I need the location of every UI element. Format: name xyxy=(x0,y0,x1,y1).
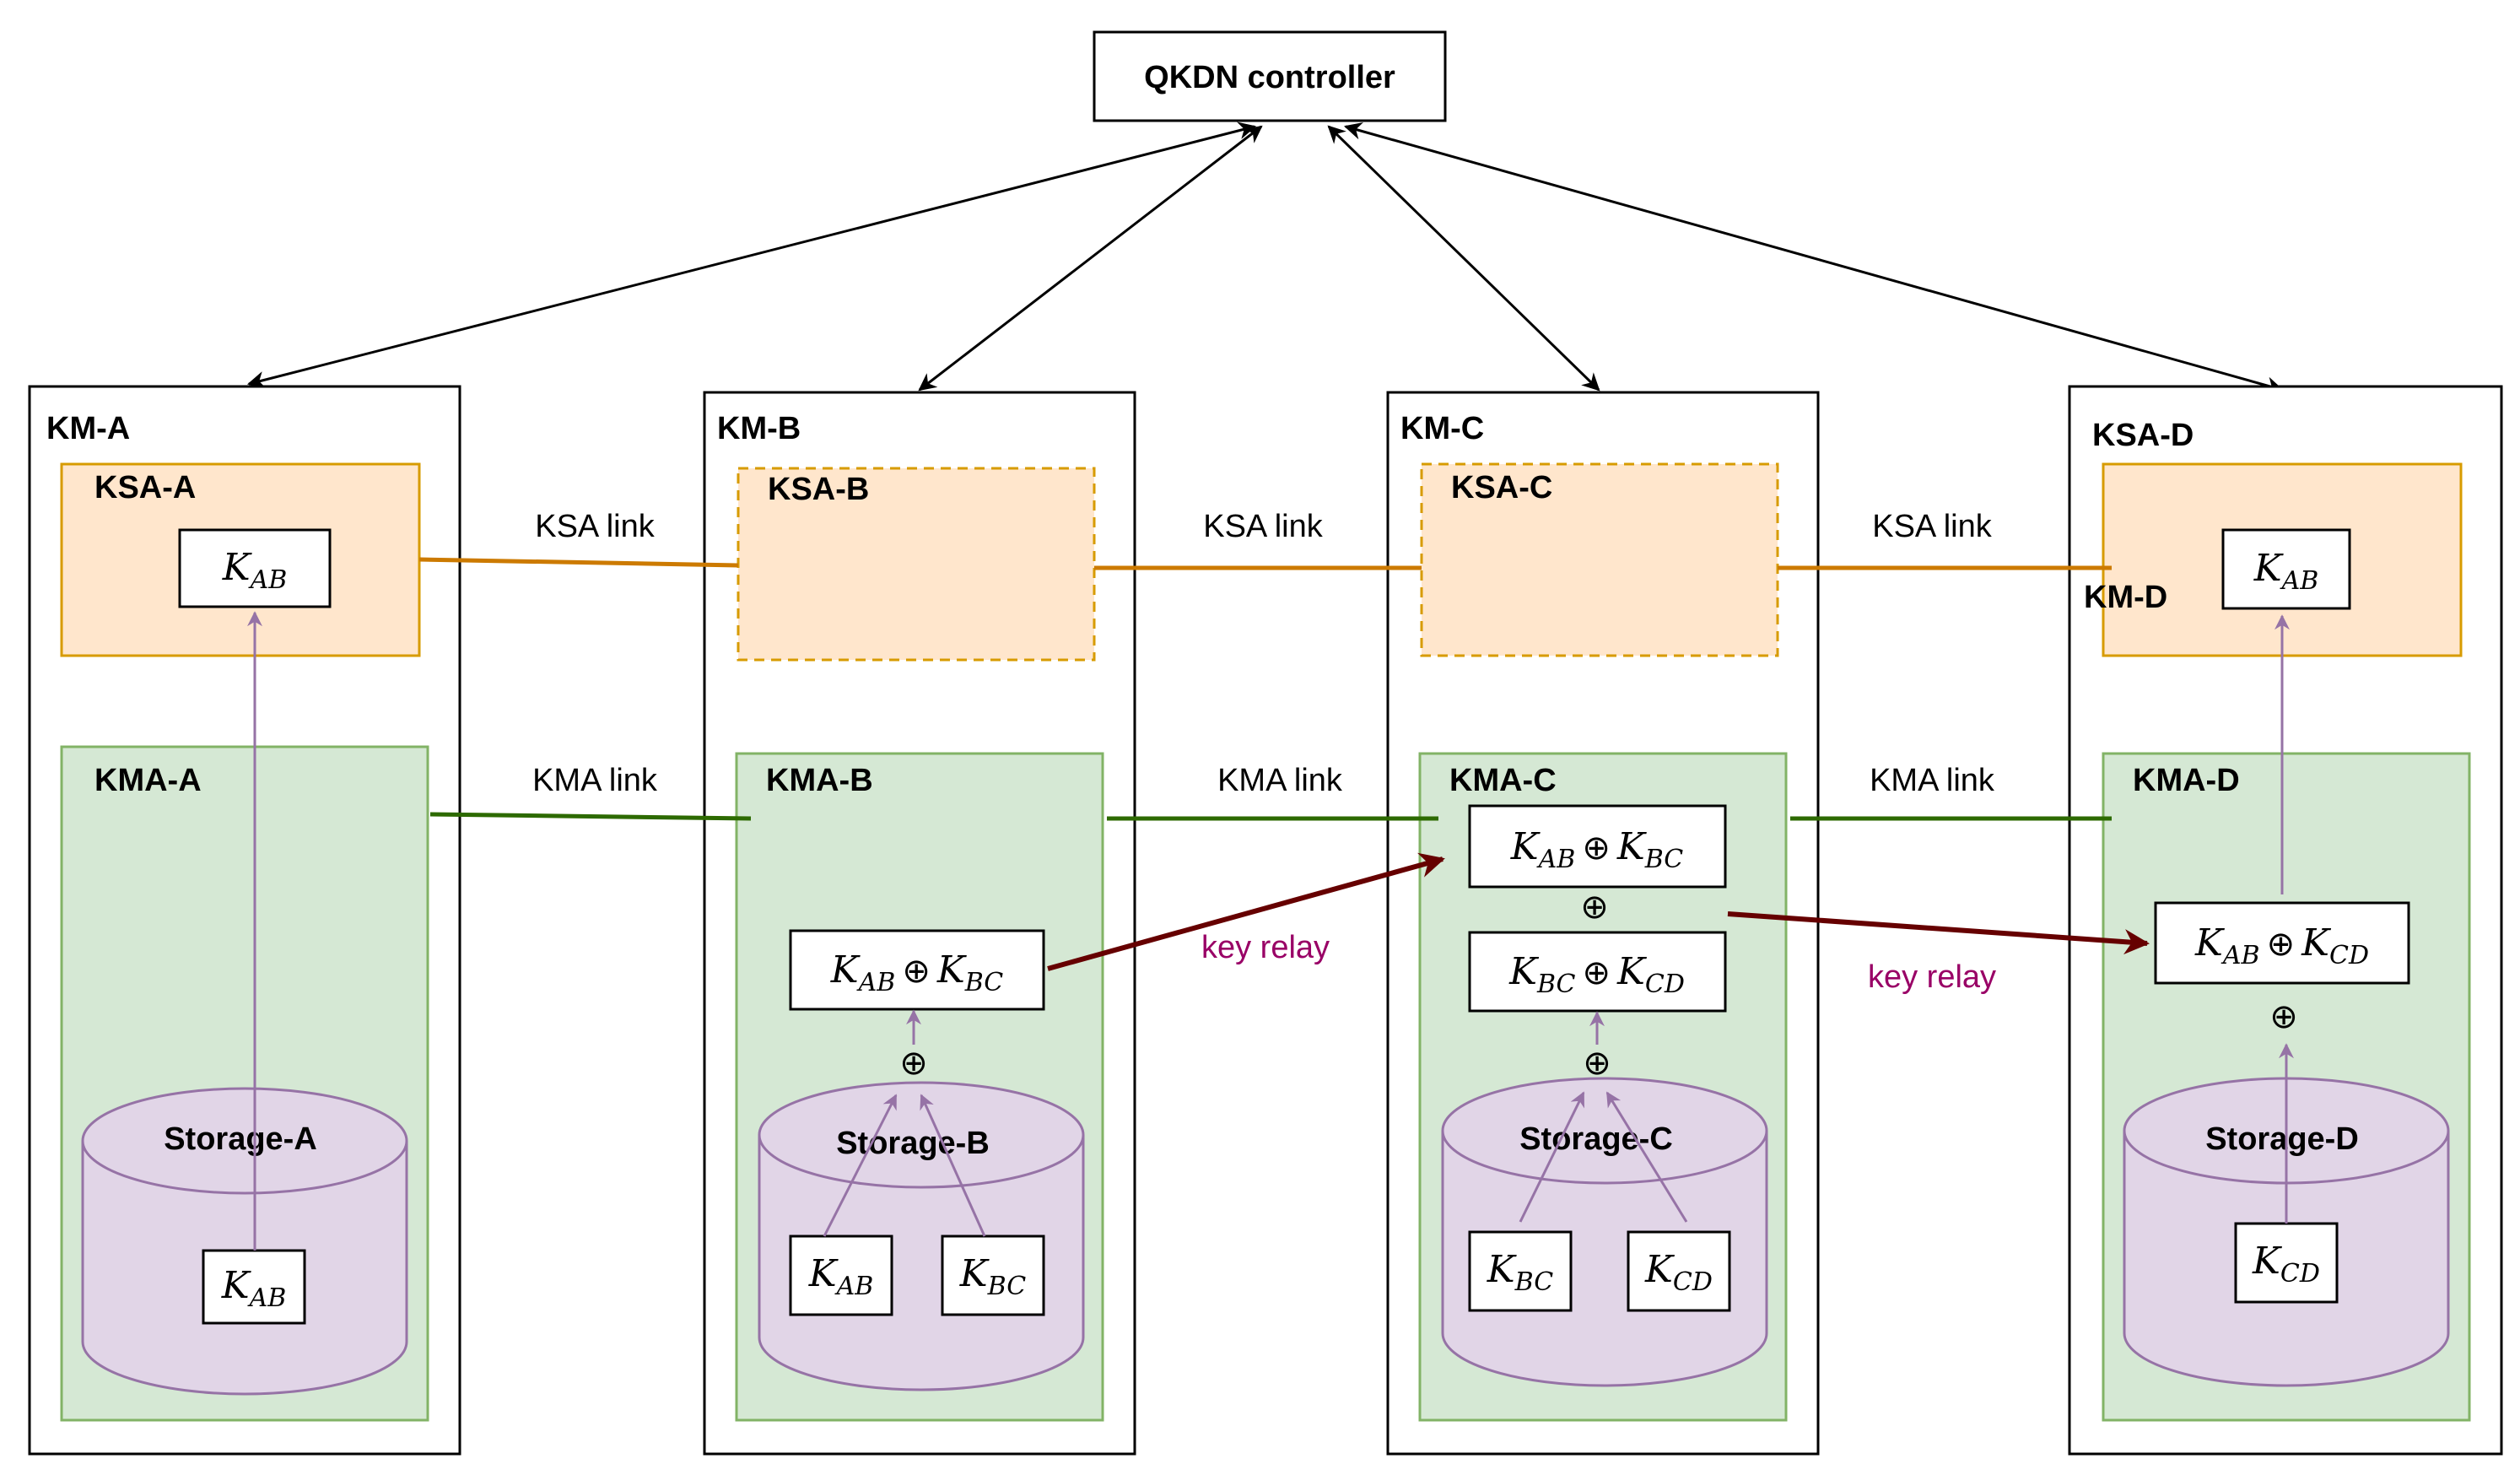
key-box-kab-xor-kcd-kma-d: KAB⊕KCD xyxy=(2154,901,2410,985)
ksa-c: KSA-C xyxy=(1420,462,1779,657)
arrow-storage-b-kbc xyxy=(920,1094,986,1237)
svg-text:KAB⊕KBC: KAB⊕KBC xyxy=(1510,825,1684,874)
key-box-kbc-storage-b: KBC xyxy=(941,1235,1045,1316)
svg-text:KBC⊕KCD: KBC⊕KCD xyxy=(1508,950,1685,999)
arrow-controller-km-a xyxy=(246,122,1257,389)
xor-symbol-c-top: ⊕ xyxy=(1580,888,1609,927)
kma-link-ab xyxy=(429,812,752,821)
key-relay-b-c-label: key relay xyxy=(1201,930,1330,965)
kma-b: KMA-B KAB⊕KBC ⊕ Storage-B KAB KBC xyxy=(735,752,1104,1422)
key-relay-arrows: key relay key relay xyxy=(1047,852,2150,995)
xor-symbol-c: ⊕ xyxy=(1583,1044,1611,1083)
ksa-link-ab-label: KSA link xyxy=(535,509,656,544)
kma-d-label: KMA-D xyxy=(2133,763,2240,798)
storage-b: Storage-B KAB KBC xyxy=(758,1081,1085,1391)
storage-a-label: Storage-A xyxy=(164,1121,317,1157)
key-relay-b-to-c xyxy=(1047,852,1445,971)
svg-text:KCD: KCD xyxy=(2252,1240,2320,1289)
kma-c-label: KMA-C xyxy=(1449,763,1557,798)
svg-text:KAB: KAB xyxy=(808,1252,874,1301)
svg-text:KAB: KAB xyxy=(222,546,288,595)
kma-a: KMA-A Storage-A KAB xyxy=(60,745,429,1422)
kma-link-bc-label: KMA link xyxy=(1217,763,1343,798)
storage-b-label: Storage-B xyxy=(836,1126,990,1161)
key-box-kab-xor-kbc-kma-b: KAB⊕KBC xyxy=(789,929,1045,1011)
km-b-label: KM-B xyxy=(717,411,801,446)
arrow-controller-km-c xyxy=(1327,125,1600,392)
arrow-controller-km-b xyxy=(918,125,1263,392)
ksa-link-ab xyxy=(418,557,739,568)
km-a-label: KM-A xyxy=(46,411,130,446)
storage-d: Storage-D KCD xyxy=(2123,1077,2450,1387)
key-box-kbc-storage-c: KBC xyxy=(1468,1230,1573,1312)
kma-c: KMA-C KAB⊕KBC ⊕ KBC⊕KCD ⊕ Storage-C KBC xyxy=(1418,752,1788,1422)
kma-link-cd-label: KMA link xyxy=(1870,763,1995,798)
key-box-kbc-xor-kcd-kma-c: KBC⊕KCD xyxy=(1468,931,1727,1013)
ksa-a-label: KSA-A xyxy=(94,470,196,505)
xor-symbol-d: ⊕ xyxy=(2269,997,2298,1036)
svg-text:KBC: KBC xyxy=(1487,1248,1553,1297)
arrow-storage-c-kbc xyxy=(1519,1091,1585,1223)
kma-link-ab-label: KMA link xyxy=(532,763,658,798)
key-box-kab-ksa-d: KAB xyxy=(2221,528,2351,610)
km-d-label: KM-D xyxy=(2084,580,2167,615)
ksa-d: KAB xyxy=(2102,462,2463,657)
storage-a: Storage-A KAB xyxy=(81,1087,408,1396)
key-relay-c-to-d xyxy=(1727,911,2150,955)
svg-text:KAB⊕KCD: KAB⊕KCD xyxy=(2194,921,2369,970)
key-relay-c-d-label: key relay xyxy=(1868,959,1996,995)
key-box-kcd-storage-d: KCD xyxy=(2234,1222,2339,1304)
svg-text:KAB: KAB xyxy=(2253,547,2319,596)
key-box-kab-storage-b: KAB xyxy=(789,1235,893,1316)
ksa-b-label: KSA-B xyxy=(768,472,869,507)
km-a: KM-A KSA-A KAB KMA-A Storage-A KAB xyxy=(28,385,461,1456)
storage-c-label: Storage-C xyxy=(1519,1121,1673,1157)
svg-text:KAB⊕KBC: KAB⊕KBC xyxy=(830,948,1004,997)
kma-a-label: KMA-A xyxy=(94,763,202,798)
kma-links: KMA link KMA link KMA link xyxy=(429,763,2112,821)
km-d: KAB KSA-D KM-D KMA-D KAB⊕KCD ⊕ Storage-D… xyxy=(2068,385,2503,1456)
ksa-a: KSA-A KAB xyxy=(60,462,421,657)
key-box-kcd-storage-c: KCD xyxy=(1627,1230,1731,1312)
ksa-link-cd-label: KSA link xyxy=(1872,509,1993,544)
storage-d-label: Storage-D xyxy=(2205,1121,2359,1157)
km-c-label: KM-C xyxy=(1400,411,1484,446)
km-b: KM-B KSA-B KMA-B KAB⊕KBC ⊕ Storage-B KAB xyxy=(703,391,1136,1456)
key-box-kab-storage-a: KAB xyxy=(202,1249,306,1325)
qkdn-controller: QKDN controller xyxy=(1093,30,1447,122)
key-box-kab-ksa-a: KAB xyxy=(178,528,332,608)
ksa-b: KSA-B xyxy=(737,467,1096,662)
svg-text:KAB: KAB xyxy=(221,1264,287,1313)
arrow-storage-b-kab xyxy=(823,1094,898,1237)
km-c: KM-C KSA-C KMA-C KAB⊕KBC ⊕ KBC⊕KCD ⊕ Sto… xyxy=(1386,391,1820,1456)
ksa-links: KSA link KSA link KSA link xyxy=(418,509,2112,570)
svg-text:KCD: KCD xyxy=(1644,1248,1713,1297)
arrow-storage-c-kcd xyxy=(1605,1091,1688,1223)
key-box-kab-xor-kbc-kma-c: KAB⊕KBC xyxy=(1468,804,1727,889)
xor-symbol-b: ⊕ xyxy=(899,1044,928,1083)
ksa-link-bc-label: KSA link xyxy=(1203,509,1324,544)
kma-b-label: KMA-B xyxy=(766,763,873,798)
arrow-controller-km-d xyxy=(1343,122,2285,394)
ksa-c-label: KSA-C xyxy=(1451,470,1552,505)
controller-label: QKDN controller xyxy=(1144,60,1395,95)
ksa-d-label: KSA-D xyxy=(2092,418,2194,453)
svg-text:KBC: KBC xyxy=(959,1252,1026,1301)
storage-c: Storage-C KBC KCD xyxy=(1441,1077,1768,1387)
controller-arrows xyxy=(246,122,2285,394)
